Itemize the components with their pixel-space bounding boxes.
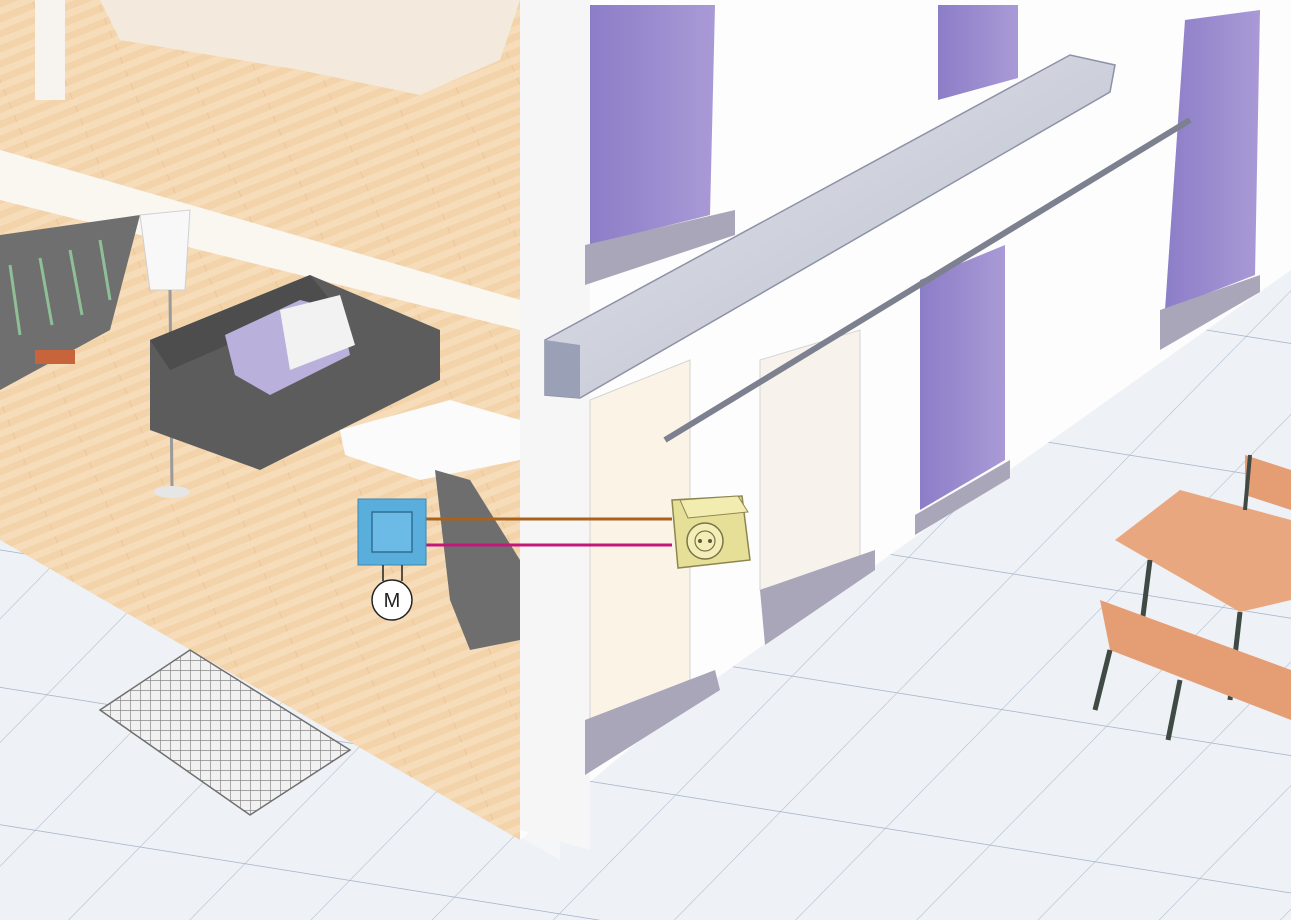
ground-window-middle bbox=[760, 330, 860, 590]
rug bbox=[35, 350, 75, 364]
wall-switch[interactable] bbox=[358, 499, 426, 565]
upper-wall bbox=[35, 0, 65, 100]
corner-column bbox=[520, 0, 590, 850]
motor-label: M bbox=[384, 590, 401, 612]
power-socket[interactable] bbox=[672, 496, 750, 568]
upper-blind-left bbox=[590, 5, 715, 245]
